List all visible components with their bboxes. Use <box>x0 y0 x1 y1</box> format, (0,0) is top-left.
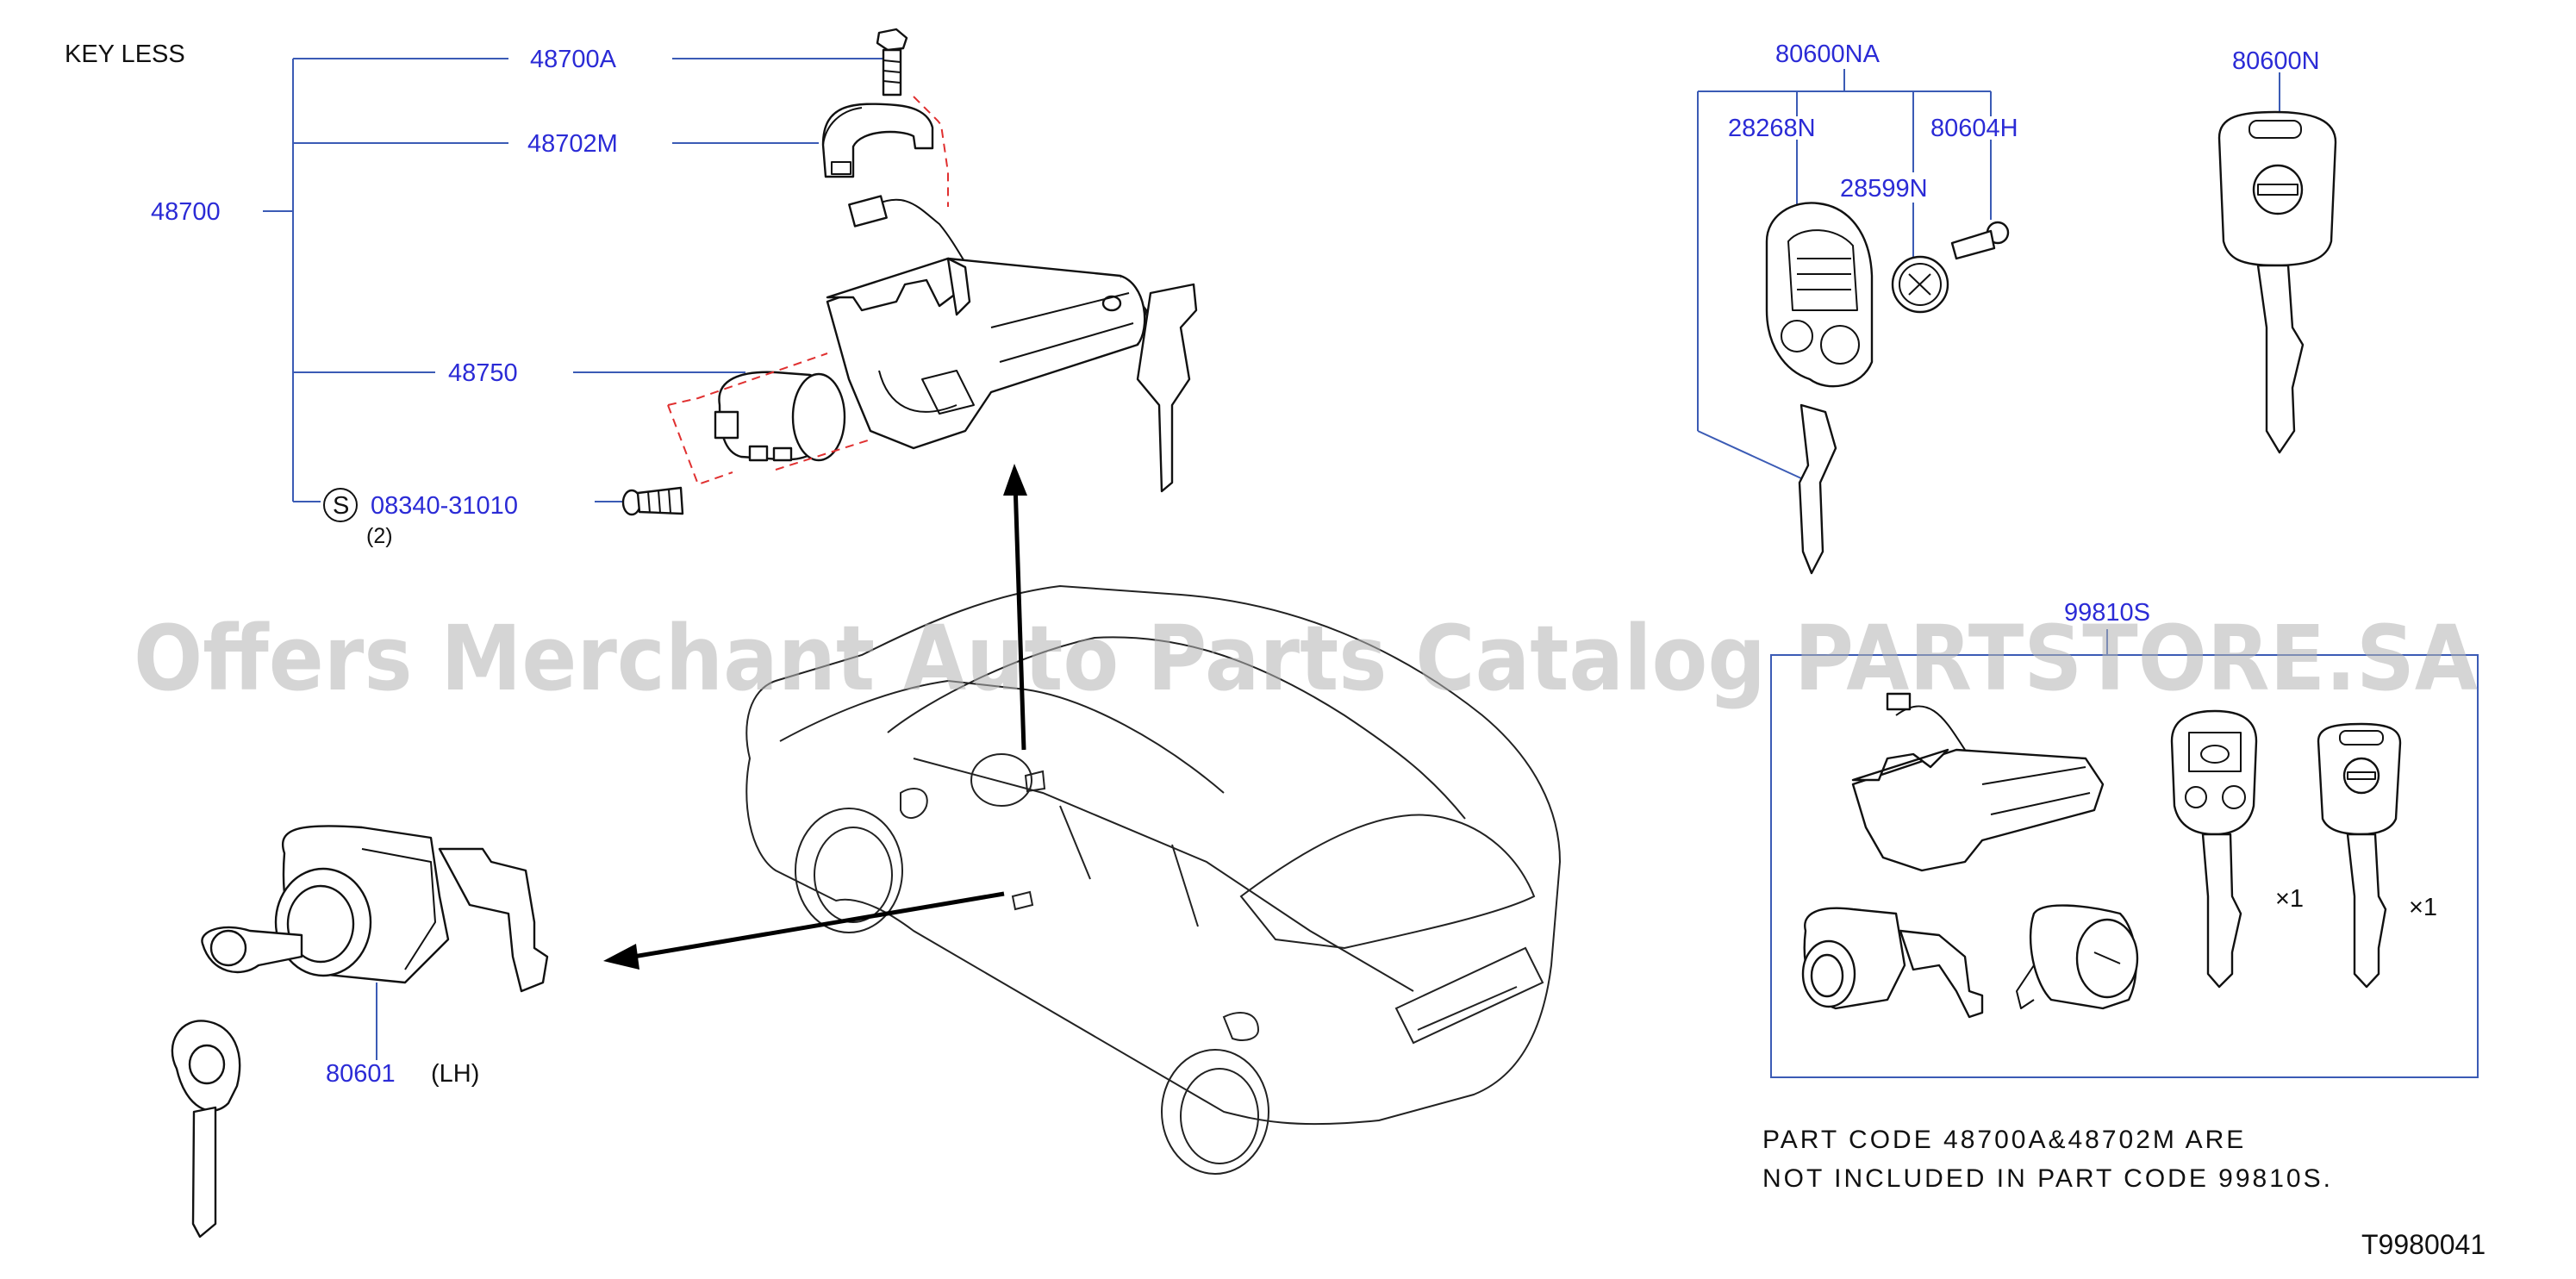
part-80600NA-label[interactable]: 80600NA <box>1775 41 1881 68</box>
kit-key-quantity: ×1 <box>2409 894 2437 921</box>
part-80601-label[interactable]: 80601 <box>326 1060 396 1088</box>
key-cylinder-48750-part <box>714 371 846 462</box>
note-line-1: PART CODE 48700A&48702M ARE <box>1762 1126 2246 1154</box>
diagram-code: T9980041 <box>2361 1229 2486 1260</box>
cover-48702M-part <box>821 103 934 178</box>
vehicle-outline-drawing <box>745 584 1562 1175</box>
screw-symbol-letter: S <box>333 492 349 520</box>
part-80604H-label[interactable]: 80604H <box>1930 115 2018 142</box>
part-80601-side: (LH) <box>431 1060 479 1088</box>
leader-lines-80600NA <box>1697 69 2280 479</box>
part-48750-label[interactable]: 48750 <box>448 359 518 387</box>
remote-key-parts-drawing <box>1765 110 2337 575</box>
part-48700-label[interactable]: 48700 <box>151 198 221 226</box>
bolt-48700A-part <box>876 28 908 97</box>
ignition-lock-assembly-drawing <box>621 28 1198 516</box>
keyless-label: KEY LESS <box>65 41 185 68</box>
part-48700A-label[interactable]: 48700A <box>530 46 617 73</box>
special-screw-symbol: S <box>323 488 358 522</box>
screw-08340-31010-part <box>621 486 684 516</box>
part-48702M-label[interactable]: 48702M <box>527 130 618 158</box>
screw-quantity: (2) <box>366 524 393 548</box>
note-line-2: NOT INCLUDED IN PART CODE 99810S. <box>1762 1164 2333 1193</box>
kit-remote-key-quantity: ×1 <box>2275 885 2304 913</box>
kit-99810S-contents-drawing <box>1801 692 2402 1019</box>
leader-lines-48700 <box>263 58 896 502</box>
watermark-text: Offers Merchant Auto Parts Catalog PARTS… <box>134 606 2478 711</box>
door-lock-80601-drawing <box>171 825 549 1238</box>
part-28268N-label[interactable]: 28268N <box>1728 115 1816 142</box>
part-99810S-label[interactable]: 99810S <box>2064 599 2150 627</box>
kit-99810S-box <box>1770 629 2479 1078</box>
callout-arrows <box>603 464 1027 970</box>
part-08340-31010-label[interactable]: 08340-31010 <box>371 492 518 520</box>
part-28599N-label[interactable]: 28599N <box>1840 175 1928 203</box>
part-80600N-label[interactable]: 80600N <box>2232 47 2320 75</box>
